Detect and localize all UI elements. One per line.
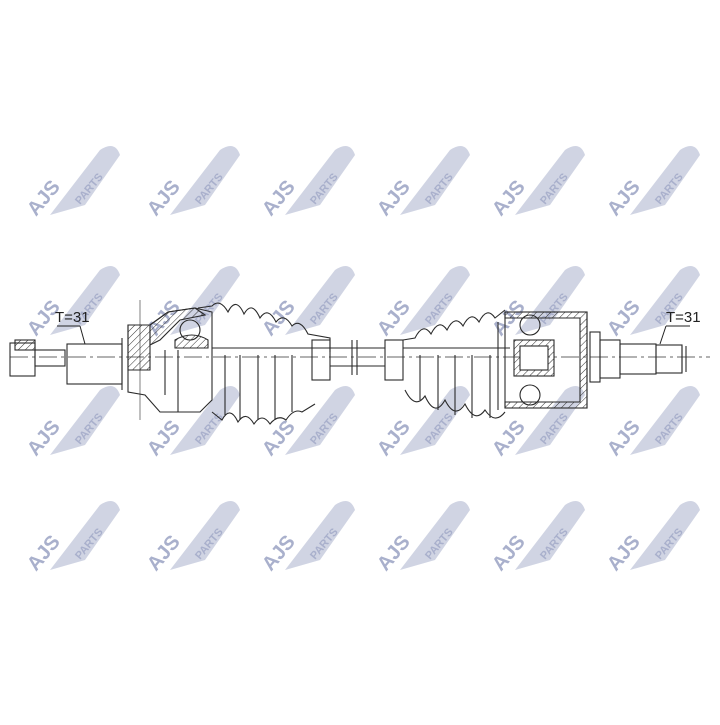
svg-text:AJS: AJS bbox=[23, 531, 65, 575]
svg-text:AJS: AJS bbox=[143, 531, 185, 575]
svg-text:AJS: AJS bbox=[603, 296, 645, 340]
center-shaft bbox=[330, 340, 385, 375]
svg-text:AJS: AJS bbox=[143, 416, 185, 460]
svg-text:AJS: AJS bbox=[143, 176, 185, 220]
svg-text:AJS: AJS bbox=[373, 176, 415, 220]
svg-text:AJS: AJS bbox=[23, 176, 65, 220]
right-spline-count: T=31 bbox=[666, 309, 701, 326]
svg-text:AJS: AJS bbox=[488, 176, 530, 220]
left-spline-count: T=31 bbox=[55, 309, 90, 326]
right-stub-shaft bbox=[589, 331, 687, 383]
svg-text:AJS: AJS bbox=[258, 416, 300, 460]
svg-text:AJS: AJS bbox=[603, 531, 645, 575]
svg-text:AJS: AJS bbox=[488, 416, 530, 460]
svg-text:AJS: AJS bbox=[603, 176, 645, 220]
outer-cv-joint bbox=[127, 300, 213, 420]
svg-text:AJS: AJS bbox=[373, 416, 415, 460]
right-spline-label: T=31 bbox=[659, 309, 701, 345]
right-spline bbox=[655, 344, 683, 374]
svg-text:AJS: AJS bbox=[373, 296, 415, 340]
svg-text:AJS: AJS bbox=[258, 176, 300, 220]
inner-cv-joint bbox=[497, 311, 588, 410]
svg-text:AJS: AJS bbox=[258, 531, 300, 575]
svg-text:AJS: AJS bbox=[373, 531, 415, 575]
left-spline-label: T=31 bbox=[55, 309, 90, 345]
svg-text:AJS: AJS bbox=[603, 416, 645, 460]
svg-text:AJS: AJS bbox=[23, 416, 65, 460]
outer-boot bbox=[197, 302, 331, 426]
left-stub-shaft bbox=[9, 338, 123, 390]
svg-text:AJS: AJS bbox=[488, 531, 530, 575]
left-spline bbox=[66, 343, 123, 385]
inner-boot bbox=[384, 309, 510, 419]
svg-text:AJS: AJS bbox=[258, 296, 300, 340]
